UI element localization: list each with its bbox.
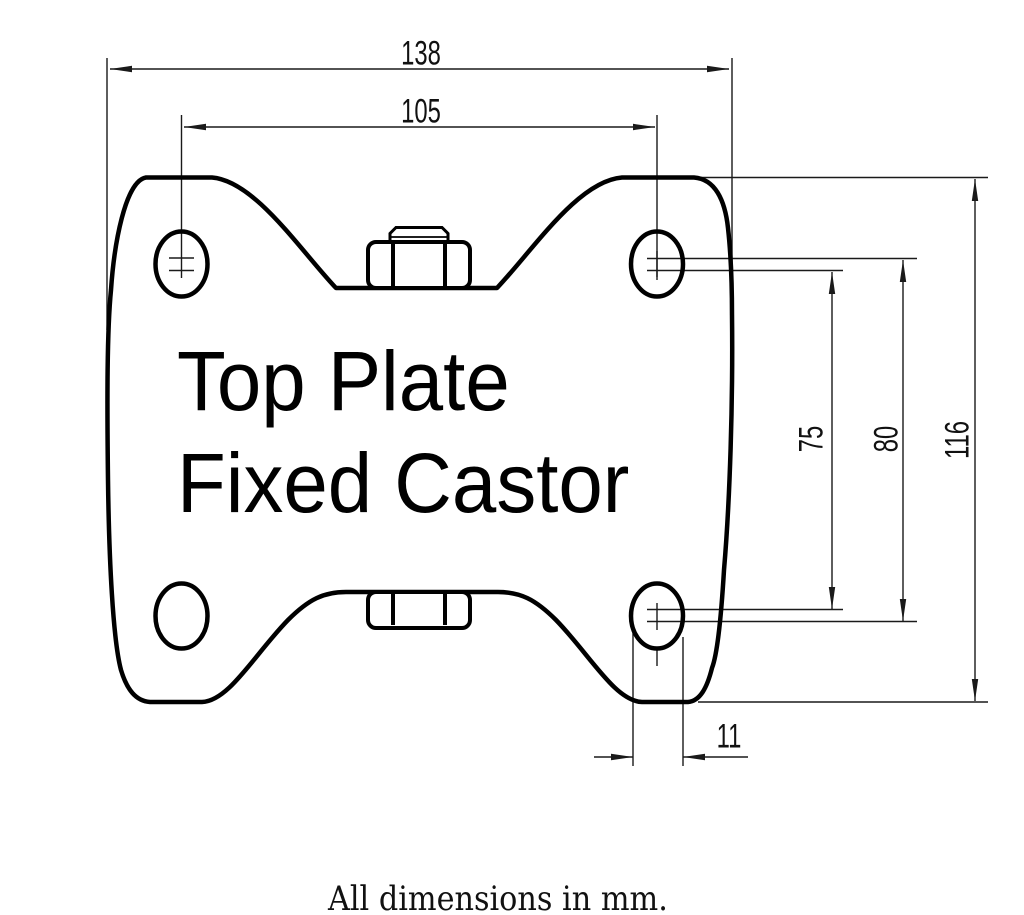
arrow-80-top [899, 260, 907, 282]
dim-label-hole-spacing-height-max: 80 [867, 425, 906, 453]
top-nut-cap [388, 226, 450, 244]
mounting-hole-top-right [628, 229, 686, 299]
bottom-nut-body [366, 590, 472, 630]
mounting-hole-bottom-right [628, 581, 686, 651]
drawing-title-line-2: Fixed Castor [177, 436, 630, 530]
top-nut-body [366, 240, 472, 290]
plate-outline [105, 175, 735, 705]
arrow-116-top [971, 179, 979, 201]
drawing-title-line-1: Top Plate [177, 334, 510, 428]
arrow-138-left [110, 65, 132, 73]
mounting-hole-bottom-left [153, 581, 210, 651]
arrow-105-left [184, 123, 206, 131]
arrow-75-top [828, 272, 836, 294]
top-fixing-nut [366, 226, 472, 290]
bottom-fixing-nut [366, 590, 472, 630]
units-note: All dimensions in mm. [328, 879, 668, 915]
arrow-11-right [683, 753, 705, 761]
dim-label-hole-spacing-width: 105 [401, 92, 441, 131]
arrow-75-bottom [828, 587, 836, 609]
arrow-105-right [633, 123, 655, 131]
dim-label-slot-width: 11 [716, 717, 742, 756]
mounting-hole-top-left [153, 229, 210, 299]
dimension-arrowheads [110, 65, 979, 761]
dim-label-overall-width: 138 [401, 34, 441, 73]
arrow-80-bottom [899, 599, 907, 621]
arrow-138-right [707, 65, 729, 73]
mounting-holes [153, 229, 686, 651]
arrow-116-bottom [971, 679, 979, 701]
dim-label-hole-spacing-height-min: 75 [792, 425, 831, 453]
arrow-11-left [611, 753, 633, 761]
dim-label-overall-height: 116 [938, 421, 977, 459]
